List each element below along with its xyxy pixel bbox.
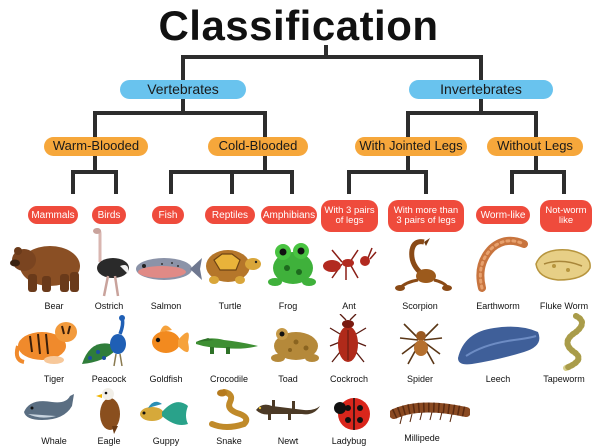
- frog-icon: [265, 238, 317, 290]
- ant-label: Ant: [314, 301, 384, 311]
- toad-icon: [268, 320, 322, 364]
- salmon-label: Salmon: [131, 301, 201, 311]
- invertebrates-node: Invertebrates: [409, 80, 553, 99]
- ladybug-icon: [330, 392, 374, 432]
- guppy-label: Guppy: [131, 436, 201, 446]
- salmon-icon: [132, 252, 202, 286]
- ostrich-icon: [86, 226, 130, 298]
- ladybug-label: Ladybug: [314, 436, 384, 446]
- newt-icon: [254, 396, 320, 424]
- tapeworm-icon: [546, 312, 590, 372]
- three-pairs-legs-node: With 3 pairs of legs: [321, 200, 378, 232]
- eagle-icon: [92, 386, 126, 434]
- cockroach-icon: [328, 314, 368, 370]
- warm-blooded-node: Warm-Blooded: [44, 137, 148, 156]
- millipede-icon: [390, 398, 470, 426]
- scorpion-label: Scorpion: [385, 301, 455, 311]
- snake-icon: [206, 388, 252, 432]
- newt-label: Newt: [253, 436, 323, 446]
- worm-like-node: Worm-like: [476, 206, 530, 224]
- leech-label: Leech: [463, 374, 533, 384]
- mammals-node: Mammals: [28, 206, 78, 224]
- reptiles-node: Reptiles: [205, 206, 255, 224]
- whale-icon: [20, 392, 76, 428]
- not-worm-like-node: Not-worm like: [540, 200, 592, 232]
- frog-label: Frog: [253, 301, 323, 311]
- birds-node: Birds: [92, 206, 126, 224]
- millipede-label: Millipede: [387, 433, 457, 443]
- peacock-icon: [80, 314, 136, 368]
- with-jointed-legs-node: With Jointed Legs: [355, 137, 467, 156]
- amphibians-node: Amphibians: [261, 206, 317, 224]
- fluke-worm-label: Fluke Worm: [531, 301, 597, 311]
- cold-blooded-node: Cold-Blooded: [208, 137, 308, 156]
- without-legs-node: Without Legs: [487, 137, 583, 156]
- vertebrates-node: Vertebrates: [120, 80, 246, 99]
- ant-icon: [320, 244, 378, 284]
- toad-label: Toad: [253, 374, 323, 384]
- goldfish-label: Goldfish: [131, 374, 201, 384]
- earthworm-label: Earthworm: [463, 301, 533, 311]
- cockroach-label: Cockroch: [314, 374, 384, 384]
- earthworm-icon: [474, 236, 530, 294]
- turtle-icon: [200, 242, 262, 290]
- tiger-icon: [14, 316, 80, 366]
- more-than-three-pairs-node: With more than 3 pairs of legs: [388, 200, 464, 232]
- fluke-worm-icon: [532, 244, 594, 286]
- scorpion-icon: [392, 234, 452, 292]
- guppy-icon: [136, 394, 190, 430]
- leech-icon: [454, 318, 544, 368]
- spider-label: Spider: [385, 374, 455, 384]
- spider-icon: [398, 316, 444, 366]
- crocodile-icon: [194, 330, 260, 356]
- bear-icon: [10, 236, 84, 296]
- goldfish-icon: [142, 318, 192, 364]
- fish-node: Fish: [152, 206, 184, 224]
- tapeworm-label: Tapeworm: [531, 374, 597, 384]
